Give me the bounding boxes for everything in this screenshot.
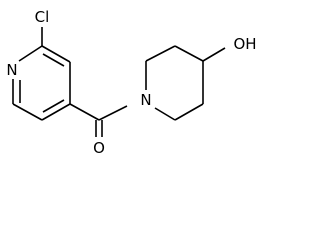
bond-c5-c4 bbox=[41, 103, 71, 121]
bond-c3-c2-inner bbox=[42, 53, 65, 67]
hydroxyl-label: OH bbox=[233, 35, 256, 53]
bond-c5p-c6p bbox=[174, 103, 204, 121]
carbonyl-oxygen-label: O bbox=[93, 139, 105, 157]
bond-c2p-c3p bbox=[145, 45, 176, 62]
bond-c4-carbonyl bbox=[69, 103, 100, 121]
chlorine-label: Cl bbox=[35, 8, 50, 26]
bonds bbox=[12, 27, 226, 137]
bond-c5-c4-inner bbox=[42, 99, 65, 113]
bond-c3p-c4p bbox=[174, 45, 204, 62]
bond-carbonyl-n bbox=[98, 105, 128, 121]
bond-c4p-oh bbox=[202, 47, 226, 62]
chemical-structure: Cl N O N OH bbox=[6, 8, 256, 157]
pyridine-nitrogen-label: N bbox=[6, 61, 17, 79]
bond-c6p-n bbox=[154, 107, 176, 121]
piperidine-nitrogen-label: N bbox=[140, 91, 151, 109]
bond-c2-n1 bbox=[18, 45, 43, 62]
bond-c3-c2 bbox=[41, 45, 71, 63]
bond-c6-c5 bbox=[12, 103, 43, 121]
atom-labels: Cl N O N OH bbox=[6, 8, 256, 157]
